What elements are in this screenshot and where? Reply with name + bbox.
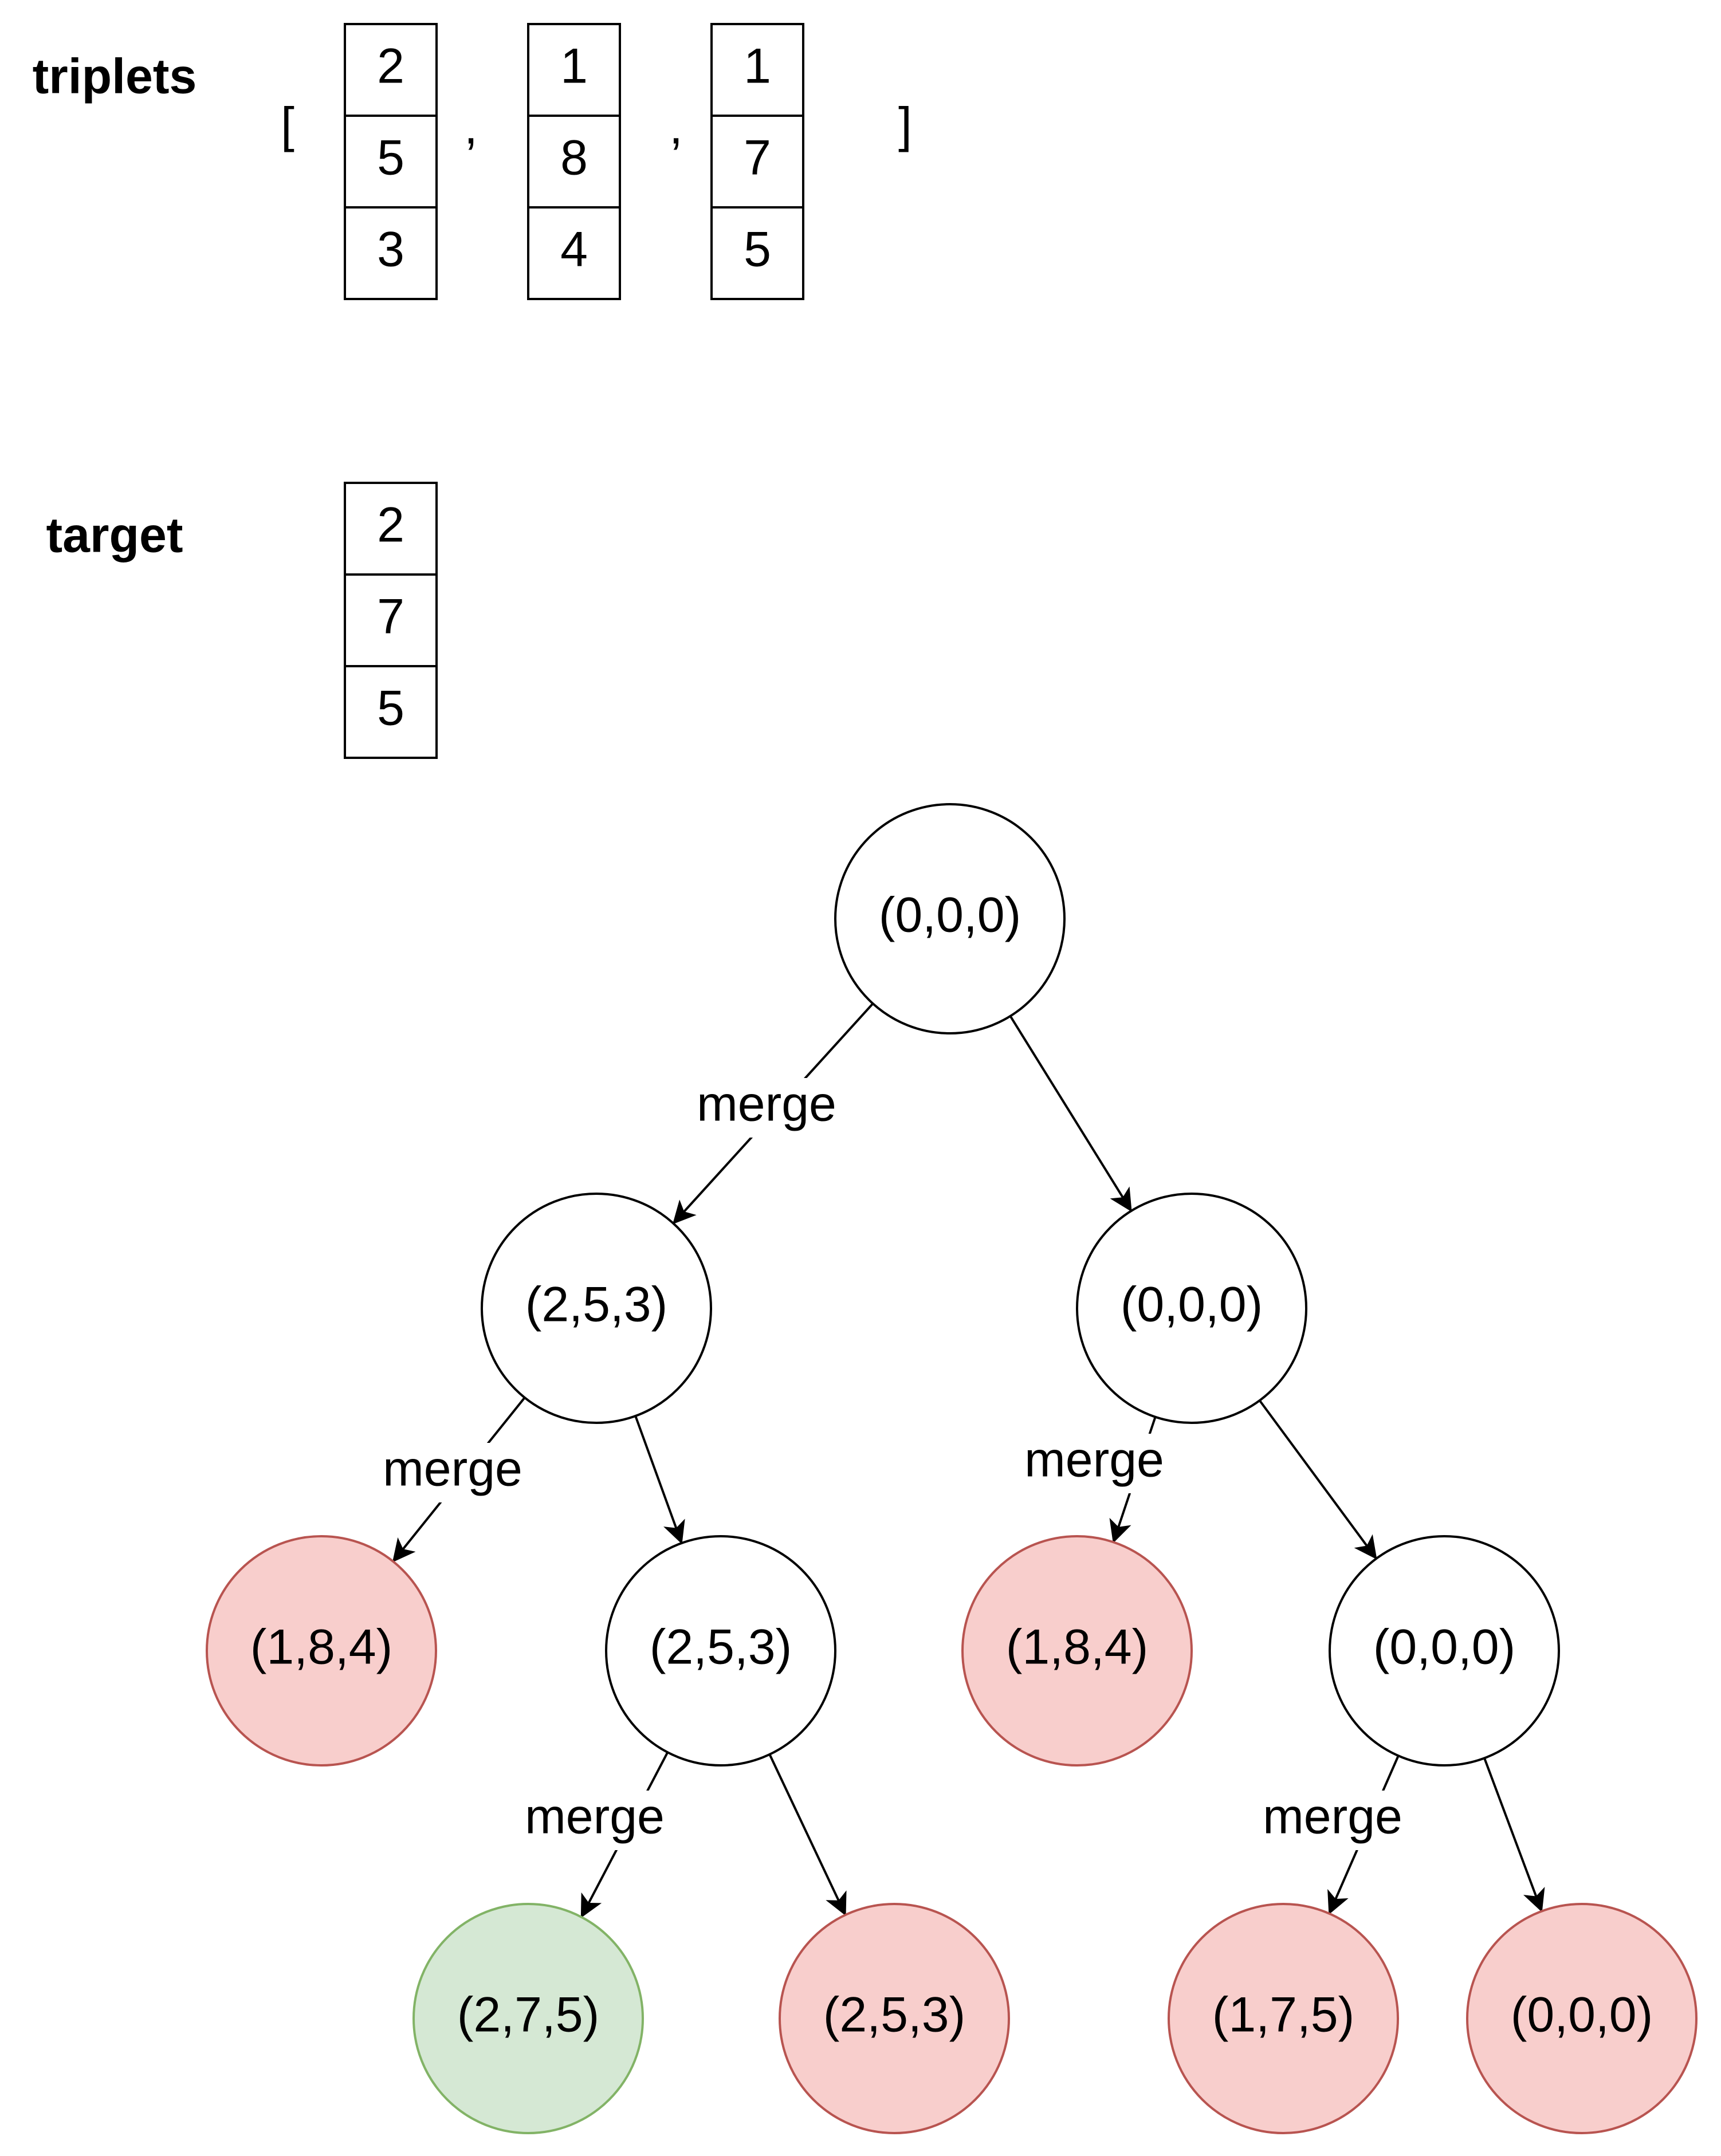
- triplet-cell: [344, 115, 438, 208]
- target-value: 2: [377, 498, 404, 553]
- edge-label-background: [1252, 1791, 1413, 1850]
- tree-node-label: (0,0,0): [1511, 1988, 1653, 2043]
- tree-edge-rr-rrr: [1483, 1757, 1545, 1913]
- tree-node-label: (2,5,3): [525, 1277, 668, 1332]
- tree-node-circle: [412, 1903, 644, 2134]
- tree-node-circle: [1329, 1535, 1560, 1766]
- triplet-value: 4: [560, 222, 588, 277]
- tree-node-label: (1,8,4): [250, 1620, 393, 1675]
- tree-edge-r-rr: [1259, 1399, 1377, 1560]
- comma-2: ,: [669, 100, 683, 155]
- tree-node-label: (1,8,4): [1006, 1620, 1149, 1675]
- tree-edge-root-r: [1009, 1015, 1132, 1212]
- tree-node-label: (2,5,3): [823, 1988, 966, 2043]
- tree-node-lr: (2,5,3): [605, 1535, 836, 1766]
- tree-node-circle: [481, 1193, 712, 1424]
- merge-edge-label: merge: [697, 1077, 836, 1132]
- tree-nodes: (0,0,0) (2,5,3) (0,0,0) (1,8,4) (2,5,3) (1,8,…: [206, 803, 1698, 2134]
- triplet-value: 5: [744, 222, 771, 277]
- edge-label-background: [514, 1791, 675, 1850]
- tree-node-label: (1,7,5): [1212, 1988, 1355, 2043]
- tree-node-circle: [1168, 1903, 1399, 2134]
- triplet-cell: [710, 115, 804, 208]
- tree-node-rrl: (1,7,5): [1168, 1903, 1399, 2134]
- merge-edge-label: merge: [1024, 1433, 1164, 1488]
- tree-edge-lr-lrr: [768, 1754, 847, 1916]
- edge-label-background: [372, 1443, 533, 1502]
- open-bracket: [: [281, 98, 294, 153]
- triplet-value: 5: [377, 131, 404, 186]
- tree-node-lrl: (2,7,5): [412, 1903, 644, 2134]
- triplet-value: 1: [560, 39, 588, 94]
- target-cell: [344, 482, 438, 576]
- tree-node-label: (2,7,5): [457, 1988, 600, 2043]
- target-cell: [344, 665, 438, 759]
- triplet-value: 7: [744, 131, 771, 186]
- triplet-cell: [527, 23, 621, 117]
- target-value: 7: [377, 589, 404, 644]
- tree-node-circle: [779, 1903, 1010, 2134]
- merge-edge-label: merge: [1263, 1789, 1402, 1844]
- tree-node-circle: [961, 1535, 1193, 1766]
- tree-node-r: (0,0,0): [1076, 1193, 1307, 1424]
- tree-node-rl: (1,8,4): [961, 1535, 1193, 1766]
- tree-node-circle: [605, 1535, 836, 1766]
- triplet-value: 2: [377, 39, 404, 94]
- triplet-value: 8: [560, 131, 588, 186]
- target-triplet: 2 7 5: [344, 482, 438, 759]
- triplet-cell: [527, 206, 621, 300]
- triplets-label: triplets: [33, 49, 197, 104]
- tree-node-rrr: (0,0,0): [1466, 1903, 1698, 2134]
- tree-node-rr: (0,0,0): [1329, 1535, 1560, 1766]
- triplet-cell: [710, 206, 804, 300]
- tree-node-circle: [1076, 1193, 1307, 1424]
- tree-node-l: (2,5,3): [481, 1193, 712, 1424]
- edge-label-background: [686, 1078, 847, 1138]
- triplet-cell: [344, 23, 438, 117]
- tree-node-circle: [834, 803, 1066, 1034]
- target-cell: [344, 573, 438, 667]
- merge-edge-label: merge: [525, 1789, 665, 1844]
- triplet-2: 1 8 4: [527, 23, 621, 300]
- tree-node-circle: [206, 1535, 437, 1766]
- tree-node-label: (0,0,0): [879, 888, 1021, 943]
- triplet-3: 1 7 5: [710, 23, 804, 300]
- tree-node-label: (0,0,0): [1373, 1620, 1516, 1675]
- tree-edges: [392, 1002, 1545, 1918]
- tree-edge-labels: merge merge merge merge merge: [372, 1077, 1413, 1850]
- tree-node-lrr: (2,5,3): [779, 1903, 1010, 2134]
- comma-1: ,: [464, 100, 478, 155]
- merge-edge-label: merge: [383, 1442, 522, 1497]
- triplet-cell: [344, 206, 438, 300]
- close-bracket: ]: [898, 98, 912, 153]
- tree-edge-l-lr: [634, 1415, 685, 1544]
- edge-label-background: [1014, 1434, 1174, 1493]
- tree-node-label: (0,0,0): [1121, 1277, 1263, 1332]
- triplet-1: 2 5 3: [344, 23, 438, 300]
- target-label: target: [46, 508, 183, 563]
- tree-node-circle: [1466, 1903, 1698, 2134]
- triplet-value: 3: [377, 222, 404, 277]
- target-value: 5: [377, 681, 404, 736]
- tree-node-root: (0,0,0): [834, 803, 1066, 1034]
- tree-node-ll: (1,8,4): [206, 1535, 437, 1766]
- tree-node-label: (2,5,3): [650, 1620, 792, 1675]
- triplet-value: 1: [744, 39, 771, 94]
